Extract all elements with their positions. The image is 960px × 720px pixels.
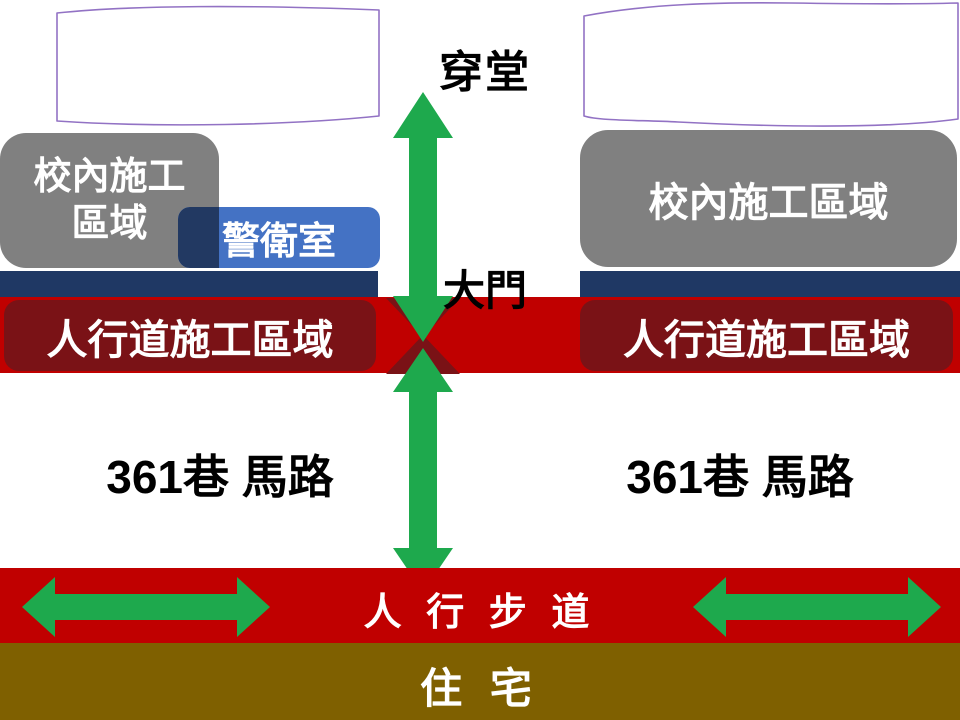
guard-room-overlap-shade	[178, 207, 219, 268]
road-label-right: 361巷 馬路	[626, 451, 854, 503]
residence-band	[0, 643, 960, 720]
road-label-left: 361巷 馬路	[106, 451, 334, 503]
vertical-double-arrow-hallway	[393, 92, 453, 342]
residence-label: 住 宅	[420, 665, 540, 712]
pedestrian-walkway-label: 人 行 步 道	[363, 592, 597, 634]
main-gate-label: 大門	[442, 267, 527, 314]
curb-bar-left	[0, 271, 378, 297]
curb-bar-right	[580, 271, 960, 297]
campus-construction-zone-right: 校內施工區域	[580, 130, 957, 267]
sidewalk-construction-zone-left: 人行道施工區域	[4, 300, 376, 371]
campus-construction-label-right: 校內施工區域	[648, 180, 889, 225]
guard-room-box: 警衛室	[178, 207, 380, 268]
sidewalk-construction-label-right: 人行道施工區域	[623, 316, 910, 363]
guard-room-label: 警衛室	[221, 221, 336, 263]
punched-tape-shape-left	[56, 5, 380, 126]
punched-tape-shape-right	[583, 1, 959, 127]
horizontal-double-arrow-right	[693, 577, 941, 637]
hallway-label: 穿堂	[439, 48, 531, 97]
vertical-double-arrow-road	[393, 348, 453, 592]
campus-construction-zone-left: 校內施工 區域	[0, 133, 219, 268]
horizontal-double-arrow-left	[22, 577, 270, 637]
sidewalk-construction-zone-right: 人行道施工區域	[580, 300, 953, 371]
sidewalk-construction-label-left: 人行道施工區域	[46, 316, 334, 363]
campus-construction-label-left: 校內施工 區域	[33, 156, 186, 245]
